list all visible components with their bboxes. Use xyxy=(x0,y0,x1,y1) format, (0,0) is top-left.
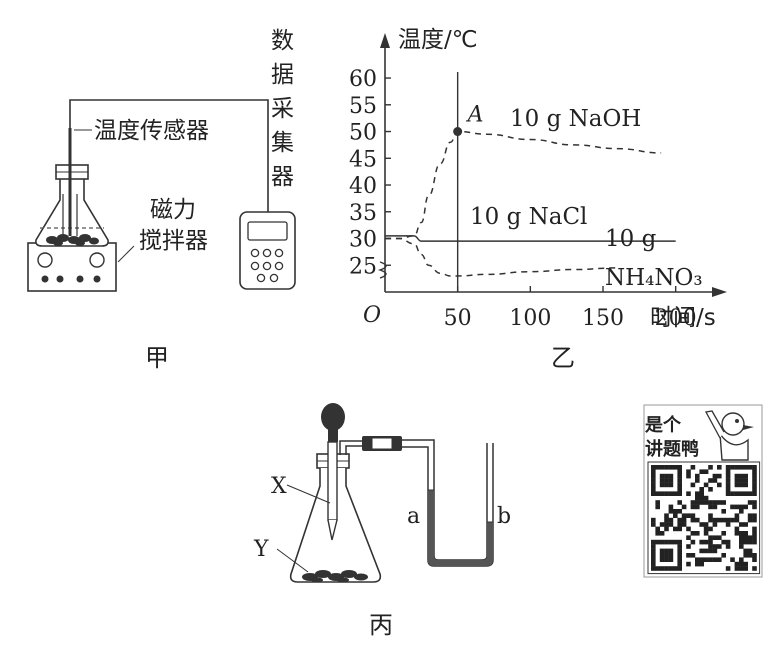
chart-series xyxy=(384,130,676,277)
label-a: a xyxy=(407,504,420,529)
u-tube-liquid xyxy=(428,490,493,566)
qr-text-line2: 讲题鸭 xyxy=(645,438,699,460)
duck-mascot-icon xyxy=(704,410,754,461)
caption-yi: 乙 xyxy=(551,344,575,372)
chart-origin-label: O xyxy=(363,303,381,328)
y-tick-label: 35 xyxy=(349,201,377,226)
series-label-nacl: 10 g NaCl xyxy=(470,204,587,230)
label-x: X xyxy=(271,474,287,499)
y-tick-label: 45 xyxy=(349,147,377,172)
apparatus-jia: 温度传感器 磁力 搅拌器 数 据 采 集 器 甲 xyxy=(27,28,296,372)
dropper-tube xyxy=(327,441,338,521)
series-label-nh4no3-line1: 10 g xyxy=(605,226,657,252)
stirrer-label-line1: 磁力 xyxy=(150,197,196,223)
x-axis-arrow xyxy=(712,287,727,297)
x-tick-label: 200 xyxy=(655,306,697,331)
y-tick-label: 55 xyxy=(349,94,377,119)
marker-label-a: A xyxy=(466,103,484,128)
sensor-wire xyxy=(69,99,269,212)
dropper-bulb xyxy=(321,403,345,431)
collector-label-0: 数 xyxy=(271,28,294,54)
caption-bing: 丙 xyxy=(369,611,393,639)
x-tick-label: 50 xyxy=(444,306,472,331)
y-tick-label: 25 xyxy=(349,254,377,279)
solid-granules xyxy=(46,234,99,246)
x-tick-label: 150 xyxy=(582,306,624,331)
y-axis-arrow xyxy=(380,33,390,48)
chart-marker: A xyxy=(453,72,484,292)
series-label-nh4no3-line2: NH₄NO₃ xyxy=(605,265,703,291)
chart-x-axis-label: 时间/s xyxy=(650,305,716,331)
chart-y-axis-label: 温度/℃ xyxy=(398,27,478,53)
label-b: b xyxy=(497,504,511,529)
qr-code xyxy=(647,461,761,575)
collector-label-1: 据 xyxy=(271,62,294,88)
marker-point-a xyxy=(453,127,463,137)
solid-y xyxy=(302,570,368,583)
y-tick-label: 50 xyxy=(349,121,377,146)
caption-jia: 甲 xyxy=(145,344,169,372)
collector-label-3: 集 xyxy=(271,130,294,156)
y-tick-label: 30 xyxy=(349,228,377,253)
sensor-label: 温度传感器 xyxy=(94,118,209,144)
apparatus-bing: X Y a b 丙 xyxy=(253,403,511,639)
series-line-2 xyxy=(385,237,618,277)
collector-label-2: 采 xyxy=(271,96,294,122)
series-label-naoh: 10 g NaOH xyxy=(510,106,641,132)
series-line-1 xyxy=(384,235,676,242)
stirrer-label-line2: 搅拌器 xyxy=(139,228,208,254)
chart-x-ticks: 50 100 150 200 xyxy=(444,286,697,331)
conical-flask xyxy=(35,178,109,247)
y-tick-label: 40 xyxy=(349,174,377,199)
qr-text-line1: 是个 xyxy=(644,414,682,436)
u-tube-outer xyxy=(402,439,488,561)
qr-badge: 是个 讲题鸭 xyxy=(643,404,763,578)
chart-axes xyxy=(377,33,727,297)
magnetic-stirrer xyxy=(27,242,117,292)
y-axis-break xyxy=(377,261,387,279)
y-tick-label: 60 xyxy=(349,67,377,92)
label-y: Y xyxy=(253,537,269,562)
collector-label-4: 器 xyxy=(271,164,294,190)
series-line-0 xyxy=(385,130,662,240)
x-tick-label: 100 xyxy=(509,306,551,331)
